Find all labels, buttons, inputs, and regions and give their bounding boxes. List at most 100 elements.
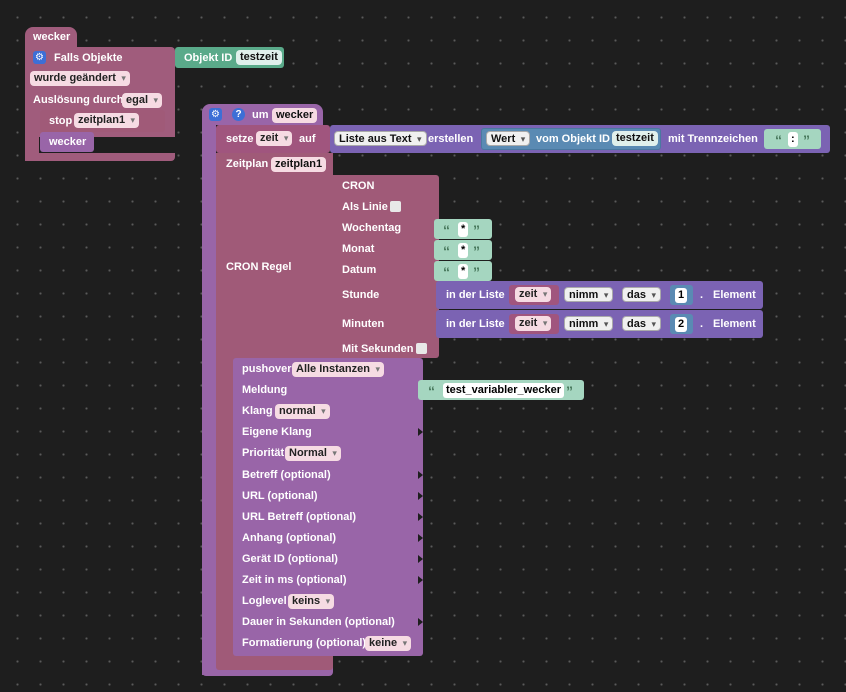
pushover-title: pushover — [242, 363, 292, 375]
close-quote-icon: ” — [473, 243, 480, 259]
dauer-label: Dauer in Sekunden (optional) — [242, 616, 395, 628]
gear-icon[interactable]: ⚙ — [209, 108, 222, 121]
mit-sekunden-label: Mit Sekunden — [342, 343, 414, 355]
formatierung-label: Formatierung (optional) — [242, 637, 367, 649]
minuten-label: Minuten — [342, 318, 385, 330]
formatierung-select[interactable]: keine — [365, 636, 412, 651]
falls-objekte-label: Falls Objekte — [54, 52, 123, 64]
input-notch — [418, 555, 423, 563]
objekt-id-value[interactable]: testzeit — [236, 50, 282, 65]
pushover-instance-select[interactable]: Alle Instanzen — [292, 362, 384, 377]
dot-label: . — [700, 289, 704, 301]
input-notch — [418, 428, 423, 436]
input-notch — [418, 534, 423, 542]
close-quote-icon: ” — [473, 264, 480, 280]
setze-label: setze — [226, 133, 254, 145]
in-der-liste-label: in der Liste — [446, 289, 505, 301]
wochentag-label: Wochentag — [342, 222, 402, 234]
um-label: um — [252, 109, 269, 121]
als-linie-checkbox[interactable] — [390, 201, 401, 212]
minuten-das-select[interactable]: das — [622, 316, 661, 332]
call-wecker-block[interactable] — [40, 132, 94, 152]
cron-block[interactable] — [333, 175, 439, 358]
stunde-nimm-select[interactable]: nimm — [564, 287, 614, 303]
trigger-foot — [25, 153, 175, 161]
geraet-label: Gerät ID (optional) — [242, 553, 338, 565]
trenn-value[interactable]: : — [788, 132, 798, 147]
close-quote-icon: ” — [803, 132, 810, 148]
list-mode-select[interactable]: Liste aus Text — [334, 131, 427, 147]
monat-value[interactable]: * — [458, 243, 469, 258]
url-betreff-label: URL Betreff (optional) — [242, 511, 357, 523]
open-quote-icon: “ — [443, 243, 450, 259]
erstellen-label: erstellen — [428, 133, 474, 145]
betreff-label: Betreff (optional) — [242, 469, 331, 481]
prioritaet-label: Priorität — [242, 447, 285, 459]
open-quote-icon: “ — [443, 222, 450, 238]
prioritaet-select[interactable]: Normal — [285, 446, 341, 461]
meldung-value[interactable]: test_variabler_wecker — [443, 383, 564, 398]
stop-label: stop — [49, 115, 73, 127]
trigger-title: wecker — [33, 31, 71, 43]
in-der-liste-label: in der Liste — [446, 318, 505, 330]
stunde-label: Stunde — [342, 289, 380, 301]
stunde-var-select[interactable]: zeit — [515, 287, 552, 302]
trennzeichen-label: mit Trennzeichen — [668, 133, 758, 145]
loglevel-select[interactable]: keins — [288, 594, 335, 609]
open-quote-icon: “ — [443, 264, 450, 280]
meldung-label: Meldung — [242, 384, 288, 396]
stunde-index-value[interactable]: 1 — [675, 288, 688, 303]
call-wecker-label: wecker — [49, 136, 87, 148]
minuten-var-select[interactable]: zeit — [515, 316, 552, 331]
trigger-block[interactable]: wecker ⚙ Falls Objekte wurde geändert Au… — [25, 27, 177, 163]
zeitplan-value[interactable]: zeitplan1 — [271, 157, 327, 172]
dot-label: . — [700, 318, 704, 330]
input-notch — [418, 492, 423, 500]
wert-select[interactable]: Wert — [486, 131, 531, 147]
datum-label: Datum — [342, 264, 377, 276]
input-notch — [418, 513, 423, 521]
anhang-label: Anhang (optional) — [242, 532, 337, 544]
auf-label: auf — [299, 133, 316, 145]
klang-select[interactable]: normal — [275, 404, 330, 419]
function-name-field[interactable]: wecker — [272, 108, 318, 123]
cron-regel-label: CRON Regel — [226, 261, 292, 273]
input-notch — [418, 471, 423, 479]
datum-value[interactable]: * — [458, 264, 469, 279]
mit-sekunden-checkbox[interactable] — [416, 343, 427, 354]
loglevel-label: Loglevel — [242, 595, 287, 607]
pushover-block[interactable] — [233, 358, 423, 656]
objekt-id-label: Objekt ID — [184, 52, 233, 64]
gear-icon[interactable]: ⚙ — [33, 51, 46, 64]
element-label: Element — [713, 289, 756, 301]
input-notch — [418, 618, 423, 626]
close-quote-icon: ” — [566, 383, 573, 399]
vom-objekt-value[interactable]: testzeit — [612, 131, 658, 146]
trigger-hat — [25, 27, 77, 47]
element-label: Element — [713, 318, 756, 330]
minuten-nimm-select[interactable]: nimm — [564, 316, 614, 332]
change-select[interactable]: wurde geändert — [30, 71, 130, 86]
input-notch — [418, 576, 423, 584]
url-label: URL (optional) — [242, 490, 318, 502]
open-quote-icon: “ — [775, 132, 782, 148]
zeitplan-label: Zeitplan — [226, 158, 269, 170]
stunde-das-select[interactable]: das — [622, 287, 661, 303]
monat-label: Monat — [342, 243, 375, 255]
vom-objekt-label: vom Objekt ID — [536, 133, 610, 145]
ausloesung-select[interactable]: egal — [122, 93, 163, 108]
zeit-ms-label: Zeit in ms (optional) — [242, 574, 347, 586]
close-quote-icon: ” — [473, 222, 480, 238]
ausloesung-label: Auslösung durch — [33, 94, 124, 106]
cron-title: CRON — [342, 180, 375, 192]
stop-select[interactable]: zeitplan1 — [74, 113, 140, 128]
help-icon[interactable]: ? — [232, 108, 245, 121]
var-select[interactable]: zeit — [256, 131, 293, 146]
als-linie-label: Als Linie — [342, 201, 388, 213]
minuten-index-value[interactable]: 2 — [675, 317, 688, 332]
open-quote-icon: “ — [428, 383, 435, 399]
eigene-klang-label: Eigene Klang — [242, 426, 312, 438]
klang-label: Klang — [242, 405, 273, 417]
function-spine — [202, 125, 216, 675]
wochentag-value[interactable]: * — [458, 222, 469, 237]
